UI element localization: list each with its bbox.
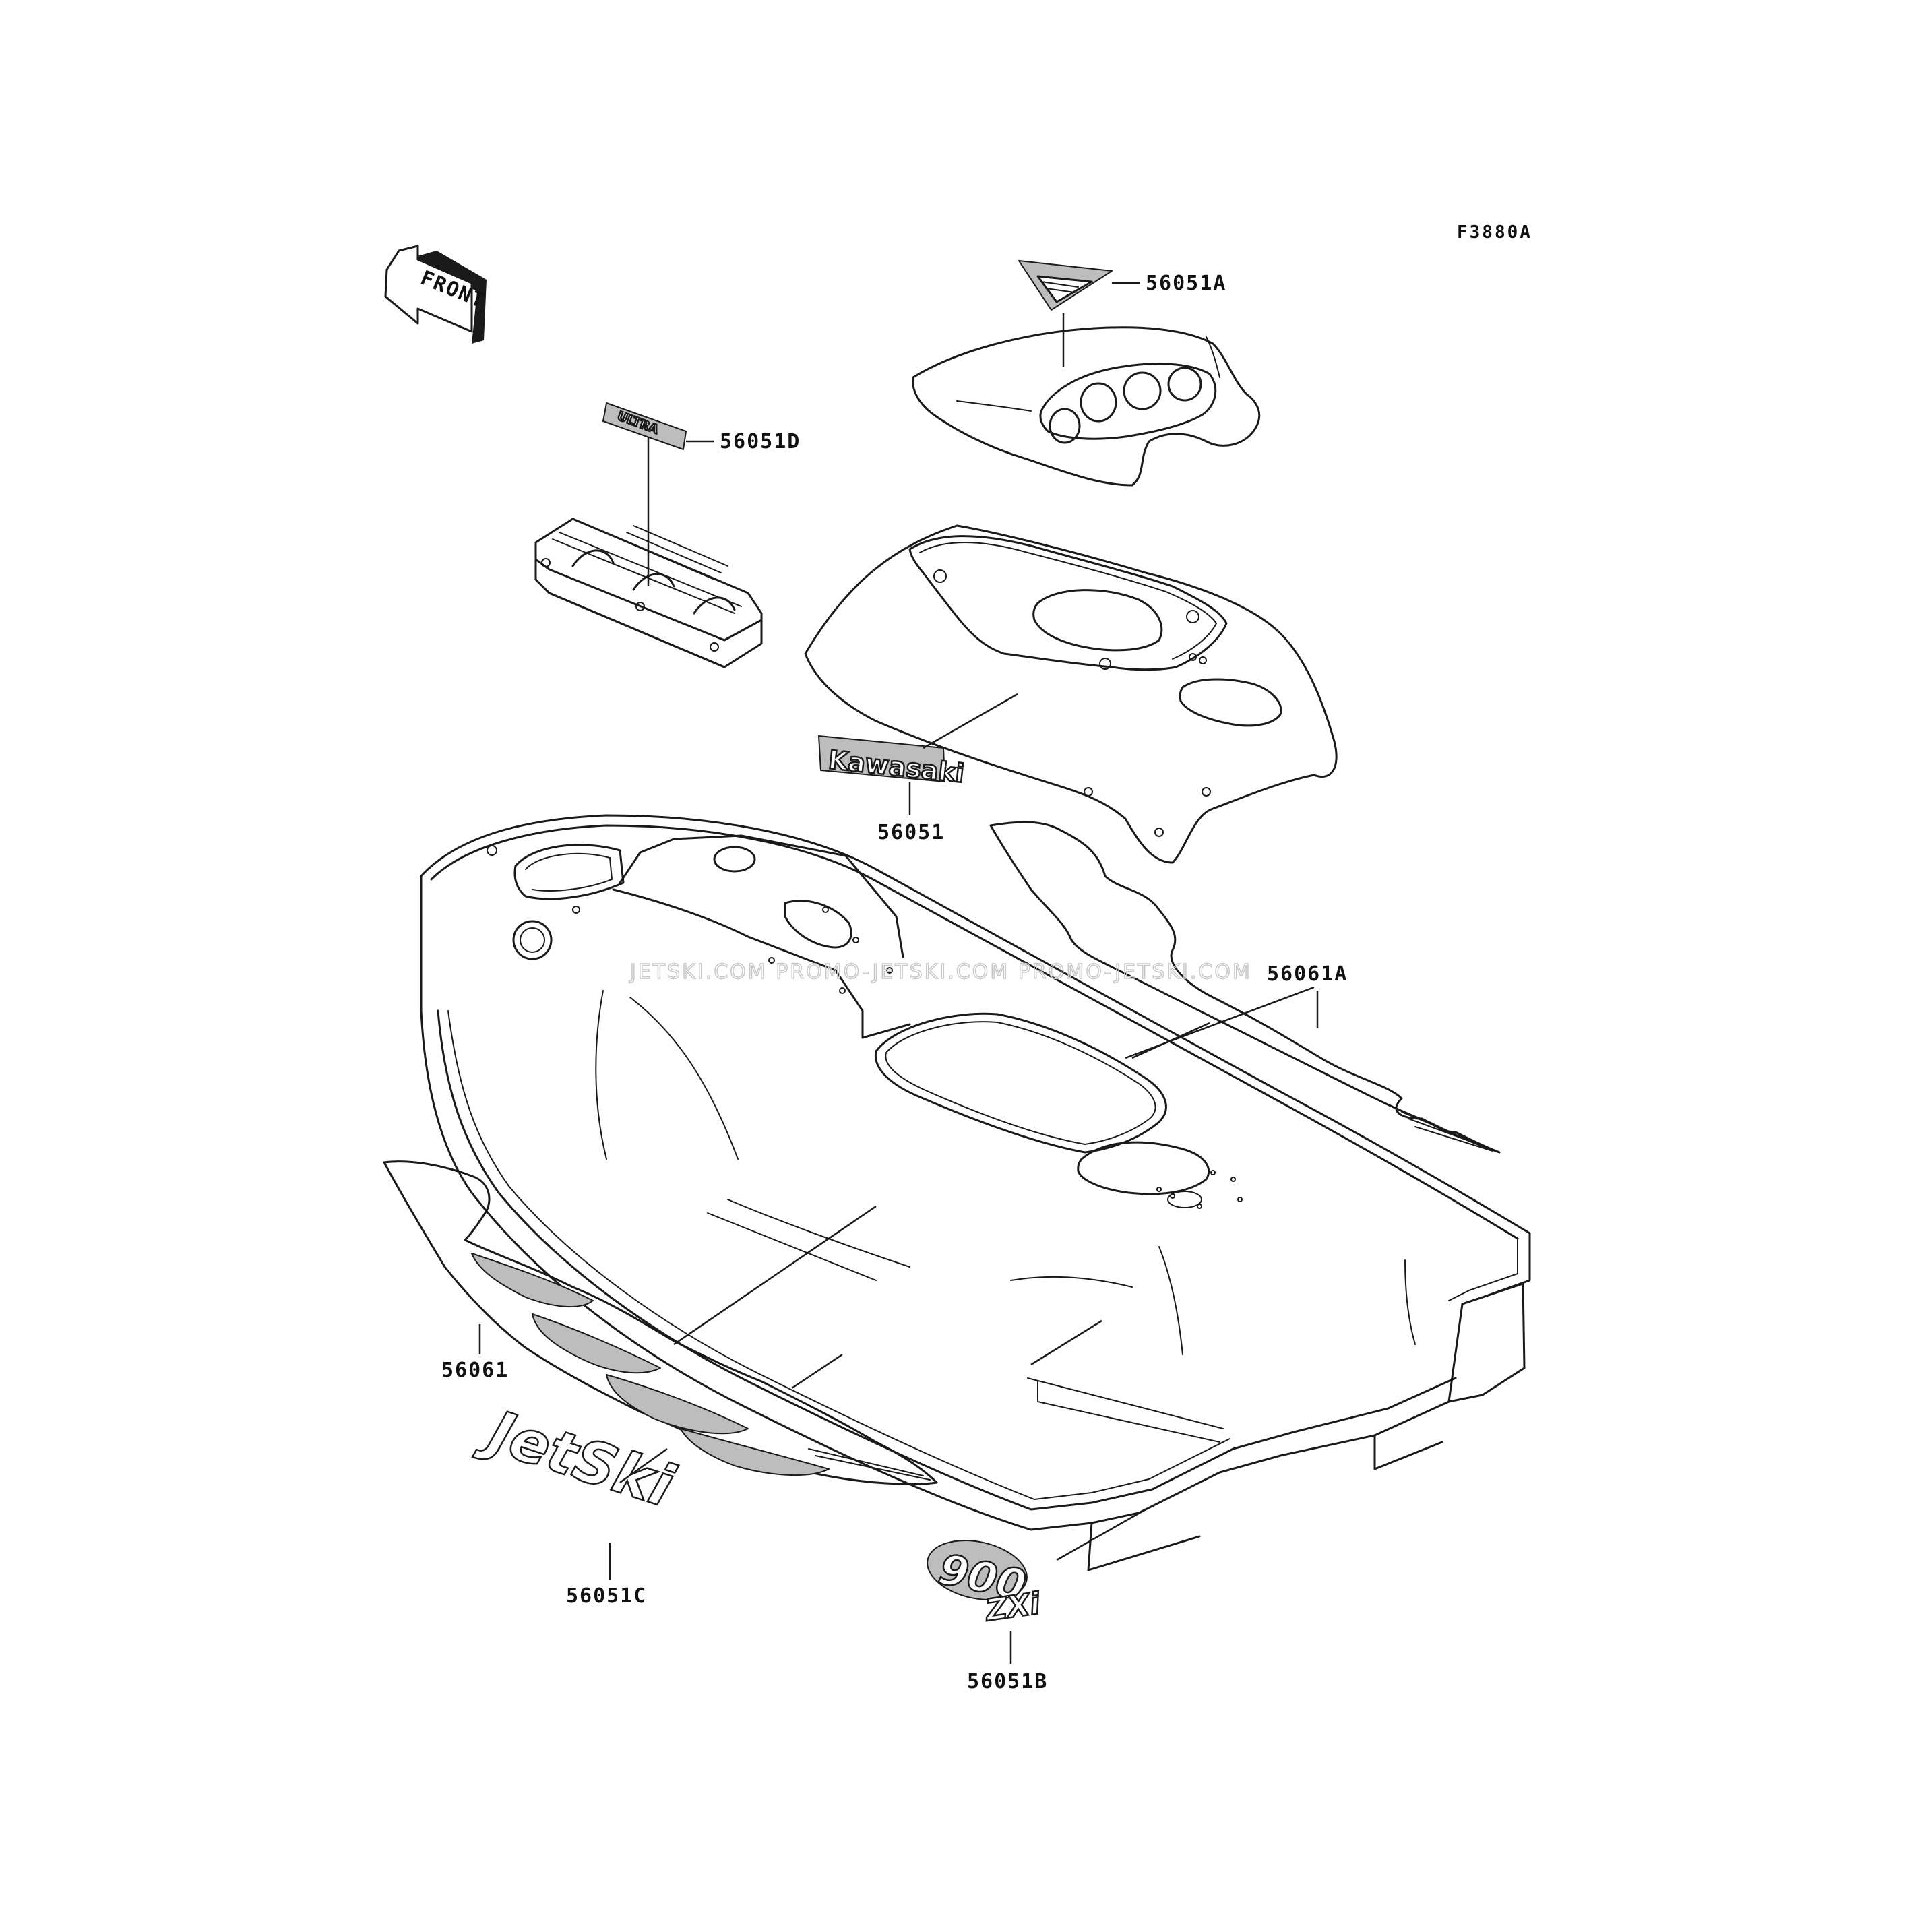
intake-cover — [534, 518, 763, 668]
upper-deck-hood — [804, 524, 1338, 864]
leader-56061-hull2 — [791, 1353, 843, 1390]
front-arrow-icon: FRONT — [384, 245, 489, 344]
watermark: JETSKI.COM PROMO-JETSKI.COM PROMO-JETSKI… — [629, 960, 1252, 984]
leader-56051-deck — [923, 693, 1018, 749]
instrument-panel-cover — [912, 326, 1261, 487]
triangle-emblem-decal — [1018, 260, 1113, 311]
part-label-56051D[interactable]: 56051D — [720, 430, 801, 454]
part-label-56061A[interactable]: 56061A — [1267, 962, 1348, 986]
leader-56051B-hull — [1056, 1508, 1146, 1561]
stripe-decal-left — [383, 1160, 938, 1485]
figure-code: F3880A — [1457, 222, 1532, 243]
part-label-56051[interactable]: 56051 — [877, 821, 945, 844]
leader-56061-hull — [673, 1205, 877, 1346]
part-label-56051C[interactable]: 56051C — [566, 1584, 647, 1608]
leader-56061-hull3 — [1030, 1319, 1102, 1366]
part-label-56051B[interactable]: 56051B — [967, 1670, 1048, 1693]
model-zxi-text: ZXi — [982, 1586, 1042, 1628]
model-900-zxi-decal: 900 ZXi — [927, 1540, 1044, 1629]
kawasaki-decal: Kawasaki — [818, 735, 966, 789]
ultra-decal: ULTRA — [602, 402, 687, 450]
part-label-56051A[interactable]: 56051A — [1146, 272, 1226, 295]
kawasaki-decal-text: Kawasaki — [827, 745, 966, 788]
leader-56051C-hull — [619, 1447, 668, 1484]
leader-56061A-hull — [1131, 1022, 1210, 1059]
stripe-decal-right — [989, 821, 1501, 1154]
part-label-56061[interactable]: 56061 — [441, 1359, 509, 1382]
